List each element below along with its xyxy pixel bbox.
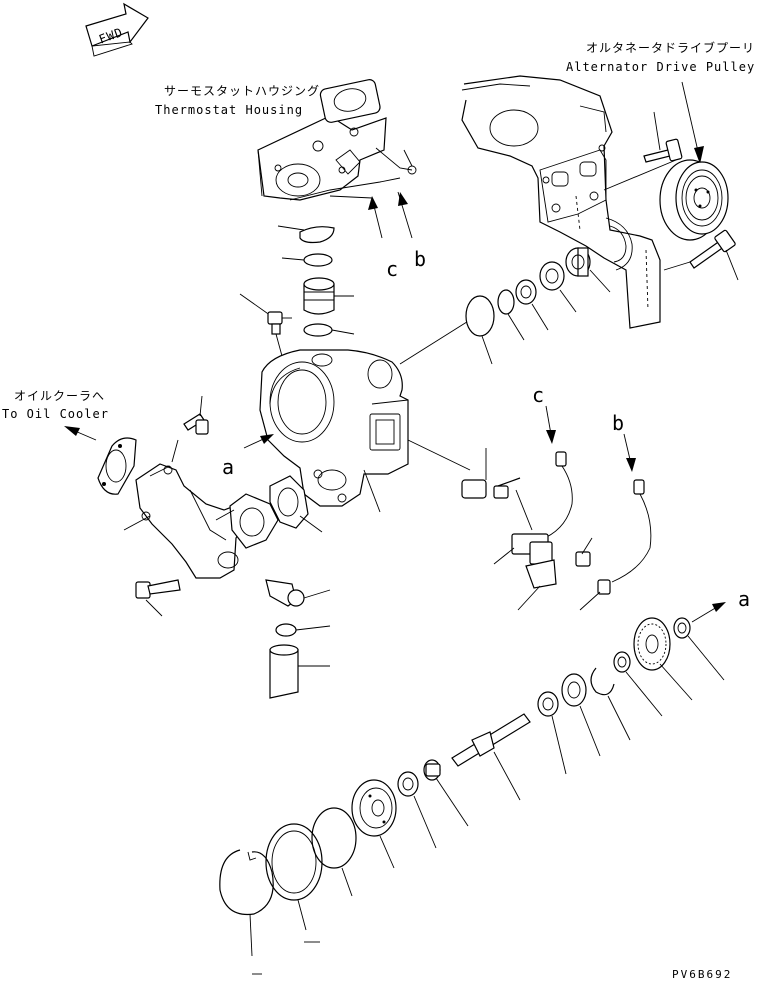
oil-cooler-label-en: To Oil Cooler <box>2 407 109 421</box>
marker-b-thermostat: b <box>414 247 426 271</box>
oil-pipe <box>123 439 249 579</box>
tail-marks <box>252 941 320 975</box>
marker-a-gear: a <box>738 587 750 611</box>
seal-cup <box>423 759 469 827</box>
drawing-code: PV6B692 <box>672 968 732 981</box>
gear-spacer-ring <box>673 617 725 681</box>
sensor-b-arrow-icon <box>623 433 636 472</box>
sensor-c-arrow-icon <box>545 405 556 444</box>
oil-cooler-label-jp: オイルクーラへ <box>14 389 105 403</box>
small-ring <box>497 289 525 341</box>
fwd-arrow-icon: FWD <box>85 2 149 57</box>
marker-a-housing: a <box>222 455 234 479</box>
o-ring-lower <box>303 323 355 337</box>
pipe-flange-right <box>215 493 279 549</box>
pump-shaft <box>451 713 531 801</box>
thermostat-gasket <box>277 225 335 244</box>
marker-b-sensor: b <box>612 411 624 435</box>
oil-cooler-direction-arrow-icon <box>64 426 97 441</box>
water-drain-cock <box>239 293 292 357</box>
thermostat <box>303 277 354 315</box>
marker-c-thermostat: c <box>386 257 398 281</box>
thermostat-leader-c-arrow-icon <box>329 195 383 239</box>
mechanical-seal <box>397 771 437 849</box>
bolt-pipe-top <box>183 395 209 435</box>
drive-gear <box>633 617 693 701</box>
bearing-upper <box>539 261 577 313</box>
engine-block-outline <box>461 75 677 329</box>
water-pump-housing <box>259 349 409 513</box>
pulley-bolt-upper <box>643 111 683 163</box>
flange-gasket <box>269 475 323 533</box>
o-ring-large <box>465 295 495 365</box>
gear-a-arrow-icon <box>691 602 726 623</box>
sensor-c-wire <box>539 451 573 541</box>
cover-plate-ring <box>265 823 323 931</box>
sensor-connector-bracket <box>493 533 611 611</box>
shaft-hub-nut <box>565 247 611 293</box>
thermostat-housing <box>257 79 417 201</box>
wire-clip-bracket <box>461 448 533 531</box>
impeller <box>351 779 397 869</box>
elbow-fitting <box>265 579 331 607</box>
pulley-bolt-lower <box>663 229 739 281</box>
bearing-inner <box>537 691 567 775</box>
o-ring-upper <box>281 253 333 267</box>
o-ring-cover <box>311 807 357 897</box>
spacer-nut <box>515 279 549 331</box>
alternator-drive-pulley <box>659 159 729 241</box>
pump-seal-line <box>399 319 471 471</box>
snap-ring-large <box>219 849 274 957</box>
snap-ring-small <box>590 667 631 741</box>
alternator-leader-arrow-icon <box>681 81 704 164</box>
thermostat-housing-label-jp: サーモスタットハウジング <box>164 84 320 98</box>
sensor-b-wire <box>611 479 652 583</box>
bolt-pipe-bottom <box>135 579 181 617</box>
thermostat-leader-b-arrow-icon <box>397 191 413 239</box>
alternator-pulley-label-jp: オルタネータドライブプーリ <box>586 40 755 55</box>
gear-collar <box>613 651 663 717</box>
thermostat-housing-label-en: Thermostat Housing <box>155 103 303 117</box>
hose <box>269 644 330 699</box>
alternator-pulley-label-en: Alternator Drive Pulley <box>566 60 755 74</box>
marker-c-sensor: c <box>532 383 544 407</box>
oil-cooler-flange <box>97 437 137 495</box>
bearing-lower <box>561 673 601 757</box>
leader-a-left-arrow-icon <box>243 434 274 449</box>
hose-clamp <box>275 623 331 637</box>
